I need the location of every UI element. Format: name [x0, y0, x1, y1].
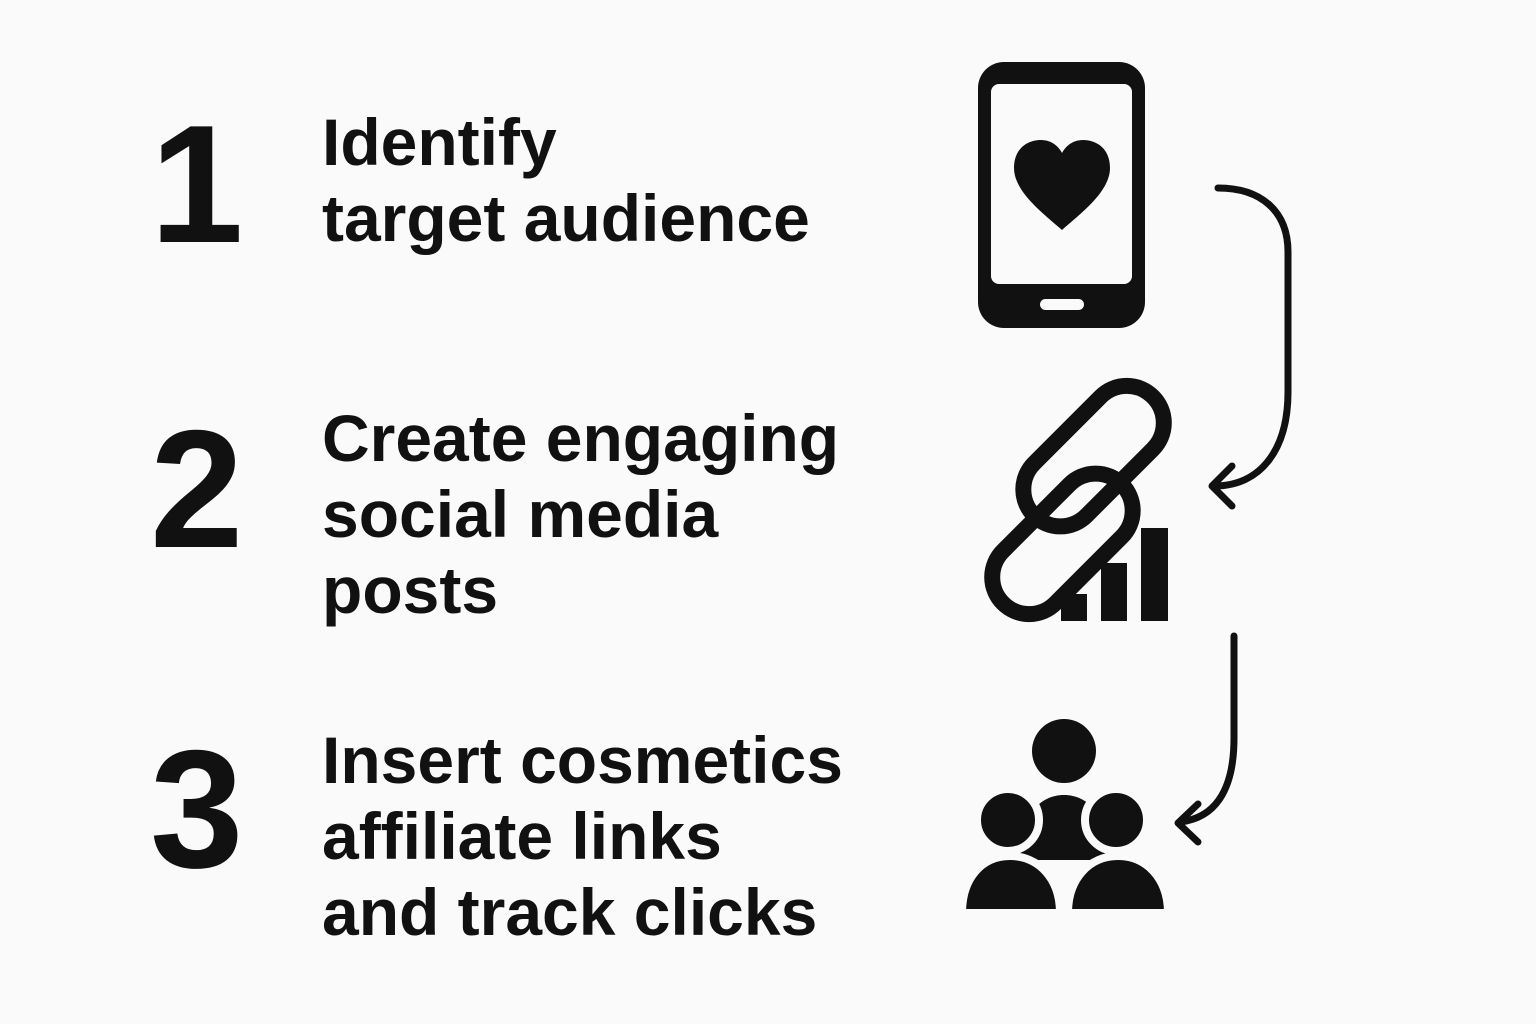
- step-2-line-3: posts: [322, 553, 499, 627]
- step-3-line-3: and track clicks: [322, 875, 818, 949]
- step-2-text: Create engaging social media posts: [322, 400, 839, 628]
- flow-arrow-1: [1208, 184, 1292, 510]
- step-3-line-2: affiliate links: [322, 799, 722, 873]
- step-3-number: 3: [150, 715, 244, 903]
- step-1-number: 1: [150, 90, 244, 278]
- step-2-number: 2: [150, 395, 244, 583]
- link-chart-icon: [984, 377, 1172, 623]
- step-1-line-2: target audience: [322, 181, 810, 255]
- step-2-line-1: Create engaging: [322, 401, 840, 475]
- step-2-line-2: social media: [322, 477, 719, 551]
- step-1-line-1: Identify: [322, 105, 557, 179]
- people-group-icon: [957, 719, 1173, 917]
- smartphone-heart-icon: [978, 62, 1145, 328]
- step-3-line-1: Insert cosmetics: [322, 723, 843, 797]
- step-1-text: Identify target audience: [322, 104, 810, 256]
- step-3-text: Insert cosmetics affiliate links and tra…: [322, 722, 843, 950]
- flow-arrow-2: [1174, 632, 1238, 846]
